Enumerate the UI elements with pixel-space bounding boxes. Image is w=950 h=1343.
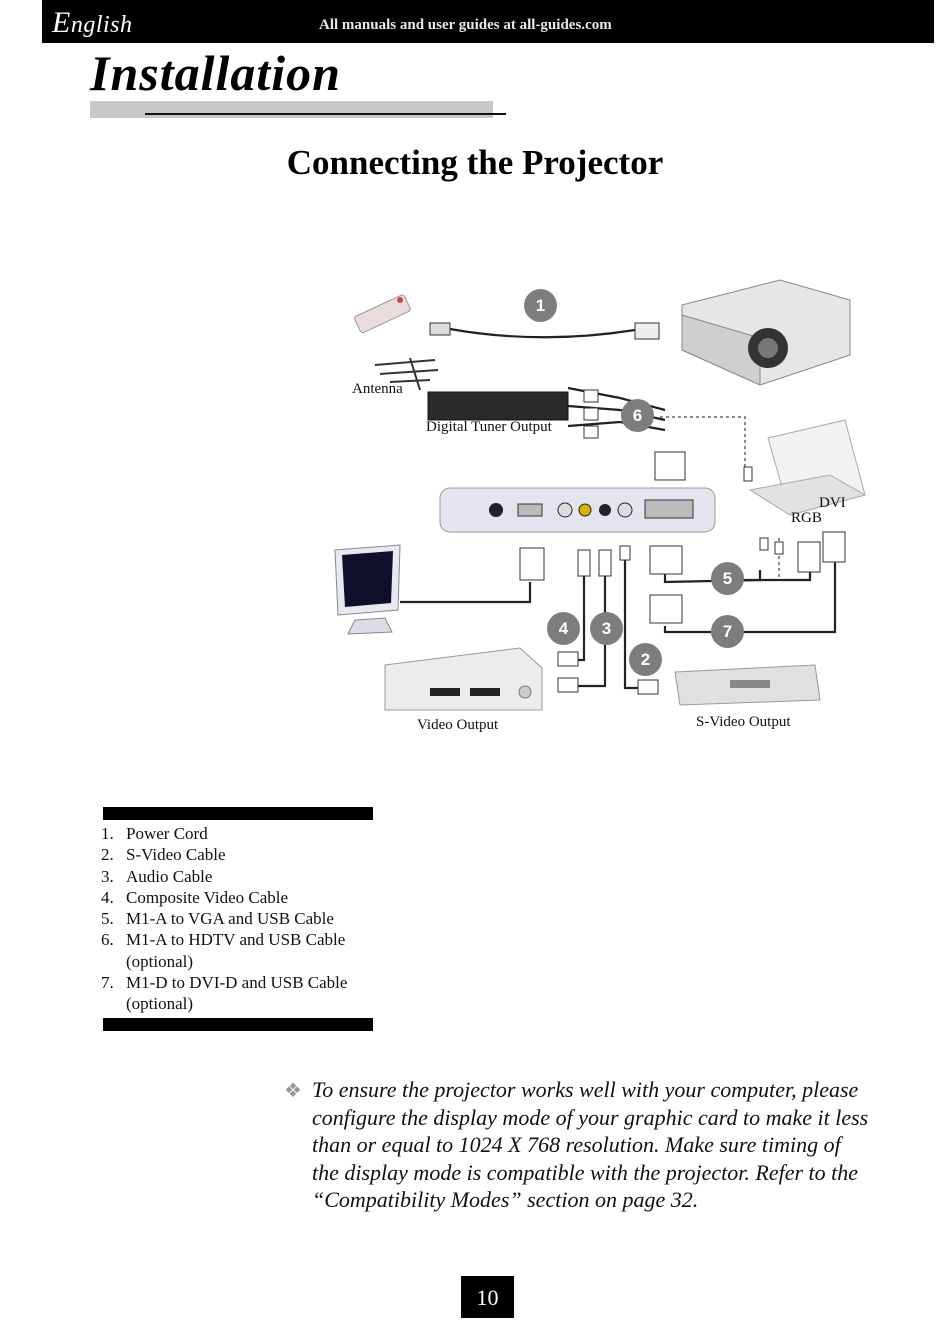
title-underline [145, 113, 506, 115]
badge-1: 1 [524, 289, 557, 322]
site-banner: All manuals and user guides at all-guide… [319, 17, 612, 33]
dvd-player-icon [384, 647, 543, 711]
label-s-video-output: S-Video Output [696, 714, 791, 730]
badge-3: 3 [590, 612, 623, 645]
label-video-output: Video Output [417, 717, 499, 733]
legend-item: 3.Audio Cable [101, 866, 213, 886]
connection-diagram: Antenna Digital Tuner Output DVI RGB Vid… [320, 270, 880, 750]
label-antenna: Antenna [352, 381, 403, 397]
laptop-icon [748, 419, 867, 516]
iec-connector-icon [634, 322, 660, 340]
diamond-bullet-icon: ❖ [284, 1080, 302, 1102]
label-dvi: DVI [819, 495, 846, 511]
legend-item: (optional) [126, 994, 194, 1014]
label-rgb: RGB [791, 510, 822, 526]
language-label: English [52, 6, 133, 39]
label-digital-tuner-output: Digital Tuner Output [426, 419, 552, 435]
monitor-icon [334, 544, 401, 635]
page-number: 10 [461, 1276, 514, 1318]
cable-legend-list: 1.Power Cord 2.S-Video Cable 3.Audio Cab… [101, 823, 347, 1015]
badge-5: 5 [711, 562, 744, 595]
legend-item: 5.M1-A to VGA and USB Cable [101, 909, 334, 929]
legend-top-bar [103, 807, 373, 820]
legend-item: 7.M1-D to DVI-D and USB Cable [101, 973, 348, 993]
title-gray-bar [90, 101, 493, 118]
legend-item: 1.Power Cord [101, 824, 208, 843]
power-plug-icon [429, 322, 451, 336]
power-cord-line [449, 327, 636, 339]
connection-diagram-drawing [334, 279, 867, 711]
note-text: To ensure the projector works well with … [312, 1077, 869, 1212]
legend-bottom-bar [103, 1018, 373, 1031]
antenna-icon [374, 357, 439, 391]
monitor-cable-line [400, 582, 532, 604]
digital-tuner-icon [427, 391, 569, 421]
projector-icon [681, 279, 851, 386]
page-heading: Connecting the Projector [286, 143, 664, 182]
badge-4: 4 [547, 612, 580, 645]
badge-6: 6 [621, 399, 654, 432]
section-title: Installation [90, 45, 341, 101]
badge-2: 2 [629, 643, 662, 676]
legend-item: 4.Composite Video Cable [101, 887, 289, 907]
legend-item: (optional) [126, 951, 194, 971]
badge-7: 7 [711, 615, 744, 648]
header-bar: English All manuals and user guides at a… [42, 0, 934, 43]
vcr-icon [674, 664, 821, 706]
projector-connector-panel [439, 487, 716, 533]
legend-item: 6.M1-A to HDTV and USB Cable [101, 930, 346, 950]
legend-item: 2.S-Video Cable [101, 845, 226, 865]
power-strip-icon [354, 294, 411, 334]
